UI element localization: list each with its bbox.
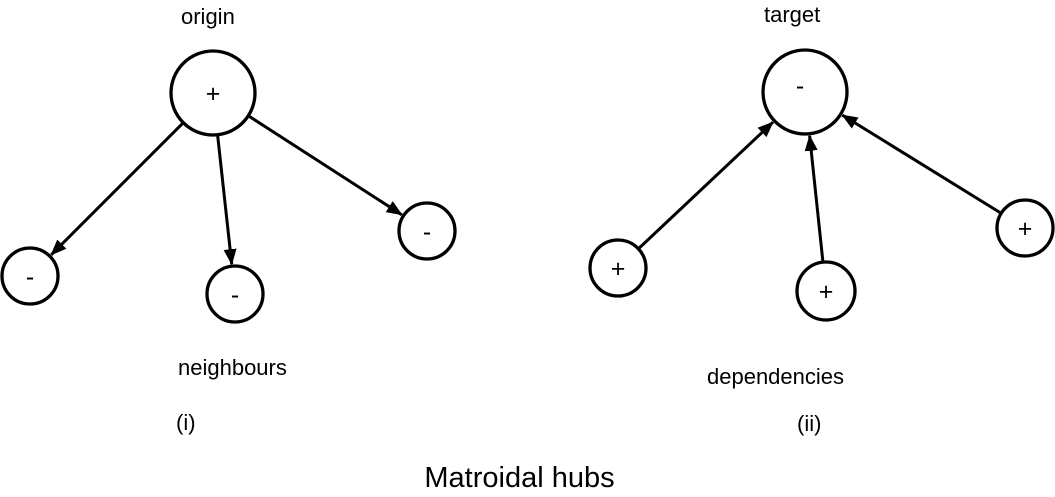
node-d1-sign: + [611,255,626,283]
node-origin [169,49,257,137]
node-d3-sign: + [1018,215,1033,243]
edge-origin-n3 [248,115,403,217]
caption-ii: (ii) [797,411,822,436]
origin-hub: + - - - [0,49,457,324]
node-d2 [795,260,857,322]
edge-origin-n2 [216,135,237,266]
label-dependencies: dependencies [707,364,845,389]
node-n3 [397,201,457,261]
node-n1-sign: - [26,263,34,291]
label-origin: origin [181,4,235,29]
label-target: target [764,2,821,27]
edge-d2-target [804,134,825,262]
node-target [761,48,849,136]
node-d2-sign: + [819,278,834,306]
node-n2 [205,264,265,324]
node-n1 [0,246,60,306]
edge-d3-target [841,113,1002,215]
node-d3 [995,198,1055,258]
node-n2-sign: - [231,281,239,309]
caption-i: (i) [176,410,196,435]
label-neighbours: neighbours [178,355,287,380]
node-n3-sign: - [423,218,431,246]
edge-origin-n1 [50,122,184,256]
diagram-title: Matroidal hubs [424,462,615,494]
target-hub: - + + + [588,48,1055,322]
node-d1 [588,238,648,298]
node-origin-sign: + [206,80,221,108]
node-target-sign: - [796,72,804,100]
edge-d1-target [638,121,774,250]
